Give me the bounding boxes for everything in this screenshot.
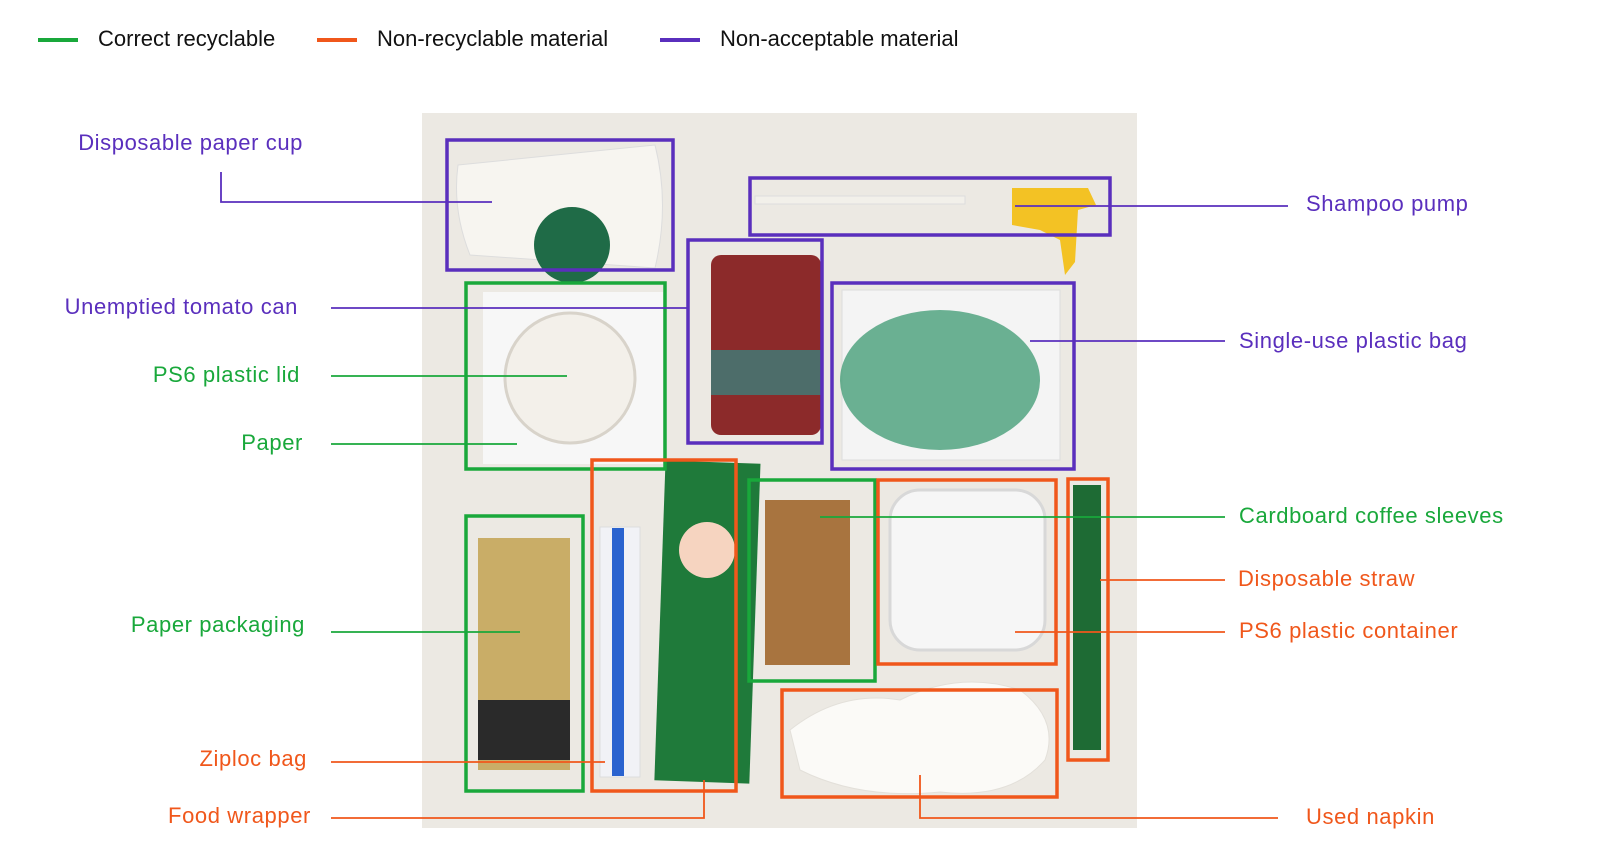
label-food-wrapper: Food wrapper: [168, 803, 311, 828]
cup-logo-shape: [534, 207, 610, 283]
wrapper-shape: [654, 460, 761, 784]
container-shape: [888, 488, 1047, 652]
label-ps6-plastic-lid: PS6 plastic lid: [153, 362, 300, 387]
pump-head-shape: [1012, 188, 1096, 275]
straws-shape: [1073, 485, 1101, 750]
lid-shape: [503, 311, 637, 445]
leader-used-napkin: [919, 775, 1278, 819]
label-disposable-paper-cup: Disposable paper cup: [78, 130, 303, 155]
label-ps6-plastic-container: PS6 plastic container: [1239, 618, 1458, 643]
bounding-boxes: [445, 138, 1112, 799]
can-shape: [711, 255, 821, 435]
sleeve-shape: [765, 500, 850, 665]
legend-label-nonacceptable: Non-acceptable material: [720, 26, 958, 51]
ziploc-seal: [612, 528, 624, 776]
label-cardboard-coffee-sleeves: Cardboard coffee sleeves: [1239, 503, 1504, 528]
label-disposable-straw: Disposable straw: [1238, 566, 1415, 591]
leader-lines: [220, 172, 1288, 819]
packaging-bottom: [478, 700, 570, 760]
can-label-band: [711, 350, 821, 395]
label-unemptied-tomato-can: Unemptied tomato can: [65, 294, 298, 319]
box-unemptied-tomato-can: [686, 238, 824, 445]
label-ziploc-bag: Ziploc bag: [199, 746, 307, 771]
label-paper-packaging: Paper packaging: [131, 612, 305, 637]
leader-disposable-paper-cup: [220, 172, 492, 203]
label-shampoo-pump: Shampoo pump: [1306, 191, 1469, 216]
label-used-napkin: Used napkin: [1306, 804, 1435, 829]
label-paper: Paper: [241, 430, 303, 455]
box-disposable-paper-cup: [445, 138, 675, 272]
legend-label-correct: Correct recyclable: [98, 26, 275, 51]
legend-label-nonrecyclable: Non-recyclable material: [377, 26, 608, 51]
box-cardboard-coffee-sleeves: [747, 478, 877, 683]
paper-cup-shape: [456, 144, 663, 269]
box-paper-packaging: [464, 514, 585, 793]
leader-food-wrapper: [331, 780, 705, 819]
wrapper-mascot: [679, 522, 735, 578]
napkin-shape: [789, 681, 1050, 795]
legend: Correct recyclable Non-recyclable materia…: [38, 26, 958, 51]
label-single-use-plastic-bag: Single-use plastic bag: [1239, 328, 1467, 353]
plastic-bag-shape: [840, 310, 1040, 450]
box-disposable-straw: [1066, 477, 1110, 762]
pump-tube-shape: [754, 195, 966, 205]
box-ziploc-bag: [590, 458, 738, 793]
box-ps6-plastic-container: [876, 478, 1058, 666]
box-single-use-plastic-bag: [830, 281, 1076, 471]
